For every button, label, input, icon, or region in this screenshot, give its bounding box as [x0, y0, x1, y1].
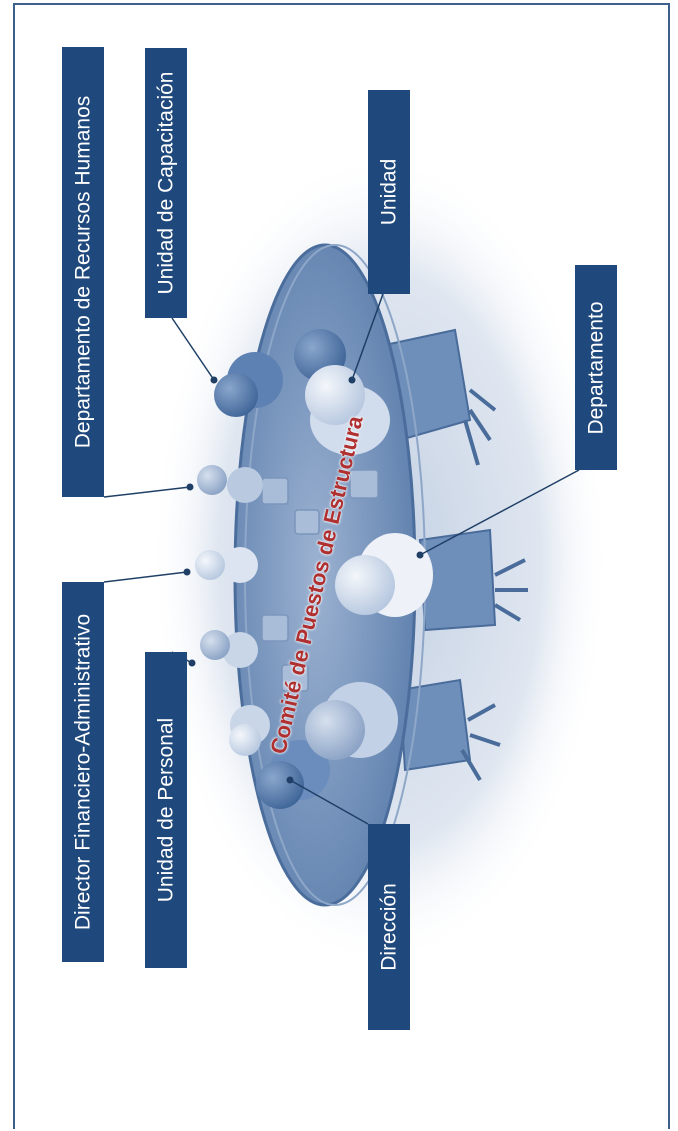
- label-departamento: Departamento: [575, 265, 617, 470]
- label-unidad-text: Unidad: [377, 158, 401, 226]
- label-director-financiero: Director Financiero-Administrativo: [62, 582, 104, 962]
- label-departamento-text: Departamento: [584, 300, 608, 435]
- connector-unidad: [351, 293, 384, 381]
- label-departamento-recursos-humanos: Departamento de Recursos Humanos: [62, 47, 104, 497]
- head-personal: [200, 630, 230, 660]
- people-heads: [195, 329, 395, 809]
- connector-director: [103, 571, 188, 583]
- head-bottom-right: [305, 700, 365, 760]
- connector-capacitacion: [171, 317, 215, 381]
- head-center-left: [195, 550, 225, 580]
- page-frame: [13, 3, 670, 1129]
- head-director: [197, 465, 227, 495]
- label-departamento-recursos-humanos-text: Departamento de Recursos Humanos: [71, 95, 95, 449]
- label-direccion-text: Dirección: [377, 883, 401, 971]
- head-left-bottom: [229, 724, 261, 756]
- connector-recursos-humanos: [103, 486, 191, 498]
- label-unidad-capacitacion-text: Unidad de Capacitación: [154, 71, 178, 295]
- head-departamento-rh: [214, 373, 258, 417]
- head-direccion: [256, 761, 304, 809]
- chair-legs: [460, 388, 528, 782]
- label-unidad-capacitacion: Unidad de Capacitación: [145, 48, 187, 318]
- label-unidad: Unidad: [368, 90, 410, 294]
- connector-dots: [183, 376, 424, 784]
- label-unidad-personal-text: Unidad de Personal: [154, 717, 178, 903]
- connector-departamento: [419, 469, 580, 556]
- label-director-financiero-text: Director Financiero-Administrativo: [71, 613, 95, 931]
- label-unidad-personal: Unidad de Personal: [145, 652, 187, 968]
- label-direccion: Dirección: [368, 824, 410, 1030]
- connector-direccion: [289, 779, 369, 825]
- head-departamento: [335, 555, 395, 615]
